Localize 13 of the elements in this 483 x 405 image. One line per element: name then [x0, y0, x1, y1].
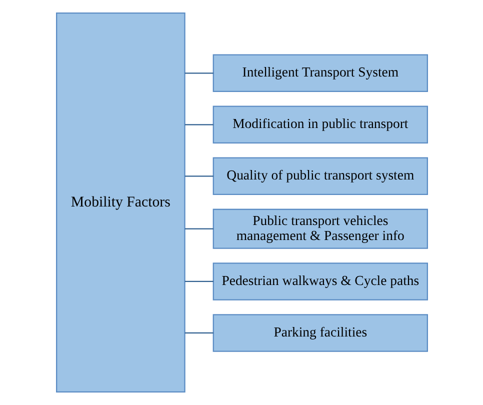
node-box: Pedestrian walkways & Cycle paths [212, 262, 428, 300]
connector [184, 124, 213, 126]
node-box: Intelligent Transport System [212, 54, 428, 92]
node-box: Mobility Factors [56, 12, 185, 392]
connector [184, 176, 213, 177]
connector [184, 280, 213, 282]
connector [184, 228, 213, 230]
node-box: Public transport vehicles management & Passenger info [212, 208, 428, 249]
connector [184, 332, 213, 334]
node-box: Modification in public transport [212, 106, 428, 144]
node-box: Parking facilities [212, 314, 428, 352]
connector [184, 72, 213, 74]
node-box: Quality of public transport system [212, 157, 428, 196]
